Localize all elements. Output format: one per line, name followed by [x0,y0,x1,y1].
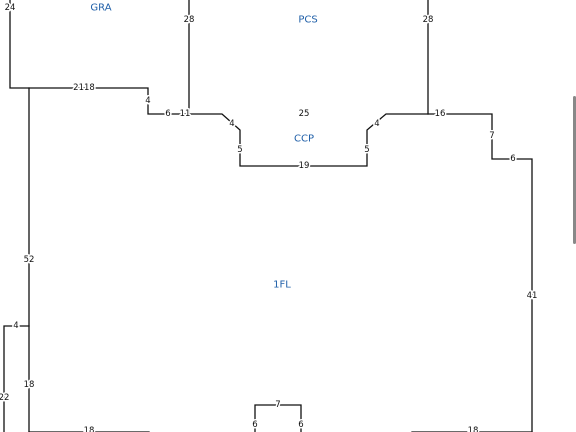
dim-ccp-left-chamfer: 4 [229,119,234,129]
dim-bottom-left-run: 18 [84,426,95,432]
stair-outline [254,404,302,432]
dim-left-wall-lower: 18 [24,380,35,390]
dim-step-down: 4 [145,96,150,106]
area-label-1fl: 1FL [273,280,291,291]
dim-pcs-left-side: 28 [184,15,195,25]
dim-right-notch-run: 6 [510,154,515,164]
dim-ccp-bottom: 19 [299,161,310,171]
dim-step-run: 6 [165,109,170,119]
area-labels: GRA PCS CCP 1FL [90,3,317,291]
dim-pcs-left-gap: 11 [180,109,191,119]
main-outline [9,0,533,432]
dim-left-bump-side: 22 [0,393,9,403]
left-bump [3,325,30,432]
dim-left-bump-run: 4 [13,321,18,331]
wall-outlines [3,0,533,432]
dim-left-wall-upper: 52 [24,255,35,265]
dim-gra-bottom: 2118 [73,83,95,93]
dim-ccp-right-chamfer: 4 [374,119,379,129]
dim-pcs-right-side: 28 [423,15,434,25]
area-label-ccp: CCP [294,134,314,145]
area-label-pcs: PCS [298,15,317,26]
dim-ccp-top: 25 [299,109,310,119]
dim-ccp-left-side: 5 [237,145,242,155]
dimension-labels: 24 2118 4 6 11 28 28 25 4 4 5 5 19 16 7 … [0,2,539,432]
dim-right-top-run: 16 [435,109,446,119]
dim-stair-left: 6 [252,420,257,430]
area-label-gra: GRA [90,3,111,14]
dim-bottom-right-run: 18 [468,426,479,432]
dim-right-notch-down: 7 [489,131,494,141]
scrollbar-thumb[interactable] [573,96,576,244]
dim-right-wall: 41 [527,291,538,301]
dim-ccp-right-side: 5 [364,145,369,155]
dim-stair-top: 7 [275,400,280,410]
dim-stair-right: 6 [298,420,303,430]
dim-gra-left: 24 [5,3,16,13]
